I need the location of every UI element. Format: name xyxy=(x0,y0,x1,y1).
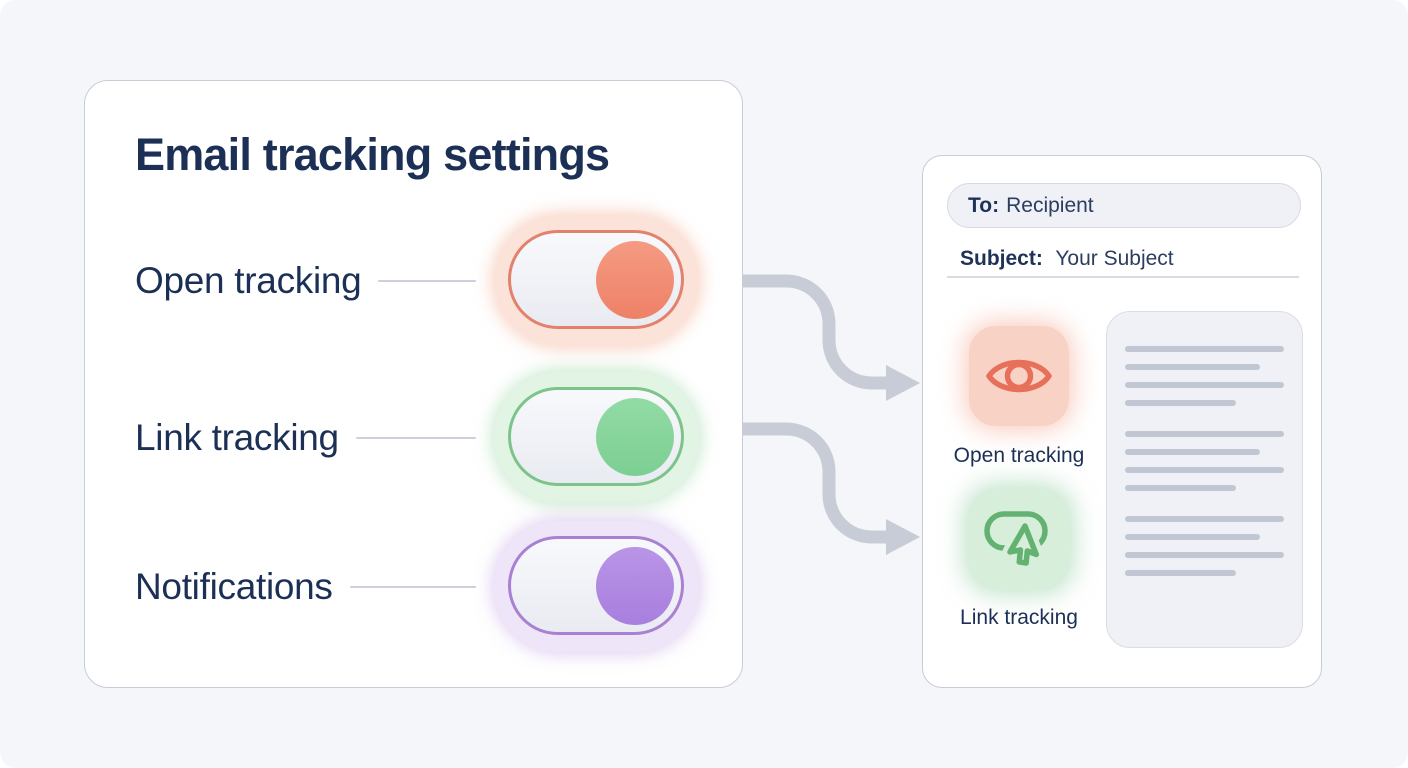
document-text-line xyxy=(1125,400,1237,406)
page-title: Email tracking settings xyxy=(135,129,610,180)
document-text-line xyxy=(1125,449,1261,455)
arrow-open-tracking xyxy=(742,274,886,390)
document-text-line xyxy=(1125,534,1261,540)
link-tracking-toggle[interactable] xyxy=(494,372,699,503)
subject-label: Subject: xyxy=(960,247,1043,270)
arrow-link-tracking xyxy=(742,422,886,544)
open-tracking-feature xyxy=(969,326,1069,426)
email-preview-panel: To: Recipient Subject: Your Subject Open… xyxy=(922,155,1322,688)
document-text-line xyxy=(1125,516,1284,522)
connector-line xyxy=(378,279,476,282)
document-text-line xyxy=(1125,485,1237,491)
toggle-knob xyxy=(596,240,674,319)
subject-value: Your Subject xyxy=(1055,247,1174,270)
divider xyxy=(947,276,1299,278)
link-tracking-label: Link tracking xyxy=(135,416,339,458)
link-tracking-row: Link tracking xyxy=(135,372,699,503)
toggle-track xyxy=(508,230,684,329)
connector-line xyxy=(355,436,476,439)
link-cursor-icon xyxy=(984,511,1048,571)
document-text-line xyxy=(1125,552,1284,558)
notifications-row: Notifications xyxy=(135,521,699,652)
document-text-line xyxy=(1125,382,1284,388)
open-tracking-toggle[interactable] xyxy=(494,215,699,346)
toggle-track xyxy=(508,387,684,486)
open-tracking-row: Open tracking xyxy=(135,215,699,346)
connector-line xyxy=(349,585,476,588)
notifications-toggle[interactable] xyxy=(494,521,699,652)
email-tracking-settings-panel: Email tracking settings Open tracking Li… xyxy=(84,80,743,688)
toggle-knob xyxy=(596,546,674,625)
toggle-track xyxy=(508,536,684,635)
eye-icon xyxy=(986,359,1052,393)
notifications-label: Notifications xyxy=(135,565,333,607)
link-tracking-feature-label: Link tracking xyxy=(960,606,1078,629)
arrowhead-icon xyxy=(886,365,920,401)
email-body-document xyxy=(1106,311,1303,648)
document-lines xyxy=(1125,346,1284,576)
document-text-line xyxy=(1125,364,1261,370)
document-text-line xyxy=(1125,346,1284,352)
link-tracking-feature xyxy=(969,489,1069,589)
open-tracking-label: Open tracking xyxy=(135,259,362,301)
document-text-line xyxy=(1125,467,1284,473)
to-field-label: To: xyxy=(968,193,1000,217)
to-field[interactable]: To: Recipient xyxy=(947,183,1301,228)
open-tracking-feature-label: Open tracking xyxy=(953,444,1085,467)
document-text-line xyxy=(1125,570,1237,576)
subject-line: Subject: Your Subject xyxy=(960,247,1174,271)
toggle-knob xyxy=(596,397,674,476)
to-field-value: Recipient xyxy=(1006,193,1094,217)
paragraph-gap xyxy=(1125,418,1284,431)
arrowhead-icon xyxy=(886,519,920,555)
document-text-line xyxy=(1125,431,1284,437)
paragraph-gap xyxy=(1125,503,1284,516)
